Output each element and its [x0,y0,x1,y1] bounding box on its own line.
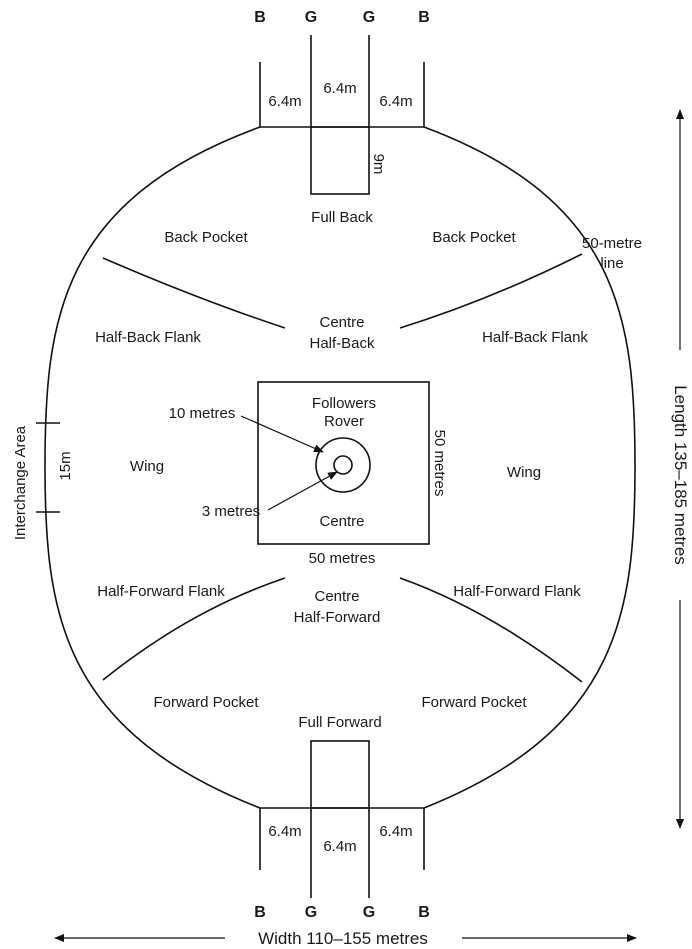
post-label-top-1: B [254,9,266,26]
label-half-back-flank-right: Half-Back Flank [482,329,588,346]
inner-centre-circle [333,455,353,475]
goal-square-bottom [310,740,370,809]
gap-bottom-right: 6.4m [379,823,412,840]
post-label-bottom-4: B [418,904,430,921]
label-half-forward-flank-left: Half-Forward Flank [97,583,225,600]
boundary-line-right [423,126,636,809]
label-forward-pocket-right: Forward Pocket [421,694,527,711]
label-fifty-metre-line-2: line [600,255,623,272]
fifty-metre-arc-bottom-right [399,577,583,683]
label-fifty-metre-line-1: 50-metre [582,235,642,252]
post-label-bottom-2: G [305,904,317,921]
fifty-metre-arc-bottom-left [102,577,286,681]
gap-top-right: 6.4m [379,93,412,110]
label-centre-half-forward-2: Half-Forward [294,609,381,626]
gap-top-left: 6.4m [268,93,301,110]
label-centre: Centre [319,513,364,530]
label-full-forward: Full Forward [298,714,381,731]
boundary-line-left [44,126,261,809]
post-label-top-4: B [418,9,430,26]
label-interchange-width: 15m [57,451,74,480]
ten-metre-pointer [240,415,324,453]
goal-square-top [310,126,370,195]
label-back-pocket-right: Back Pocket [432,229,516,246]
label-interchange-area: Interchange Area [12,425,29,540]
label-rover: Rover [324,413,364,430]
label-width: Width 110–155 metres [258,929,428,948]
outer-centre-circle [315,437,371,493]
label-centre-half-back-2: Half-Back [309,335,375,352]
label-full-back: Full Back [311,209,373,226]
label-half-forward-flank-right: Half-Forward Flank [453,583,581,600]
fifty-metre-arc-top-left [102,257,286,329]
label-back-pocket-left: Back Pocket [164,229,248,246]
post-label-bottom-3: G [363,904,375,921]
label-wing-left: Wing [130,458,164,475]
goal-square-depth: 9m [370,154,387,175]
label-three-metres: 3 metres [202,503,260,520]
three-metre-pointer [267,471,338,511]
label-followers: Followers [312,395,376,412]
label-half-back-flank-left: Half-Back Flank [95,329,201,346]
label-centre-half-back-1: Centre [319,314,364,331]
label-centre-square-height: 50 metres [431,430,448,497]
post-label-bottom-1: B [254,904,266,921]
label-forward-pocket-left: Forward Pocket [153,694,259,711]
centre-square [257,381,430,545]
fifty-metre-arc-top-right [399,253,583,329]
post-label-top-2: G [305,9,317,26]
gap-bottom-centre: 6.4m [323,838,356,855]
label-ten-metres: 10 metres [169,405,236,422]
post-label-top-3: G [363,9,375,26]
label-wing-right: Wing [507,464,541,481]
label-length: Length 135–185 metres [671,385,690,565]
gap-bottom-left: 6.4m [268,823,301,840]
label-centre-square-width: 50 metres [309,550,376,567]
label-centre-half-forward-1: Centre [314,588,359,605]
gap-top-centre: 6.4m [323,80,356,97]
